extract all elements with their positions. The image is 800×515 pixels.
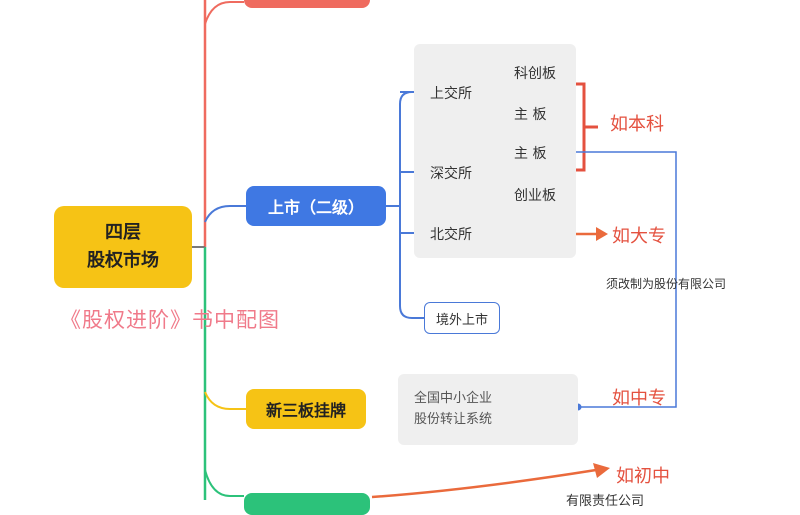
sse-main-board-label: 主 板 [514, 107, 547, 123]
arrow-bottom [371, 468, 597, 499]
joint-stock-note: 须改制为股份有限公司 [606, 277, 727, 291]
chinext-label: 创业板 [514, 188, 556, 204]
root-line2: 股权市场 [87, 250, 159, 271]
link-listing [204, 205, 246, 223]
caption: 《股权进阶》书中配图 [60, 308, 280, 332]
root-line1: 四层 [105, 222, 141, 243]
neeq-detail: 全国中小企业 股份转让系统 [414, 388, 492, 430]
main-board-bracket [570, 82, 598, 172]
star-board-label: 科创板 [514, 66, 556, 82]
neeq-panel [398, 374, 578, 445]
neeq-detail-line2: 股份转让系统 [414, 412, 493, 427]
root-node: 四层 股权市场 [54, 206, 192, 288]
listing-node: 上市（二级） [246, 186, 386, 226]
link-bottom [204, 469, 244, 497]
exchange-panel [414, 44, 576, 258]
link-neeq [204, 391, 246, 410]
overseas-node: 境外上市 [424, 302, 500, 334]
link-top [204, 1, 244, 25]
link-note-line [553, 151, 677, 408]
sse-label: 上交所 [430, 86, 472, 102]
tier-tech-secondary: 如中专 [612, 388, 666, 409]
neeq-node: 新三板挂牌 [246, 389, 366, 429]
tier-junior-high: 如初中 [616, 466, 670, 487]
bse-label: 北交所 [430, 227, 472, 243]
bottom-tier-box [244, 493, 370, 515]
neeq-detail-line1: 全国中小企业 [414, 391, 493, 406]
top-tier-box [244, 0, 370, 8]
tier-college: 如大专 [612, 226, 666, 247]
szse-main-board-label: 主 板 [514, 146, 547, 162]
szse-label: 深交所 [430, 166, 472, 182]
bracket-exchanges [399, 91, 424, 319]
tier-undergrad: 如本科 [610, 114, 664, 135]
